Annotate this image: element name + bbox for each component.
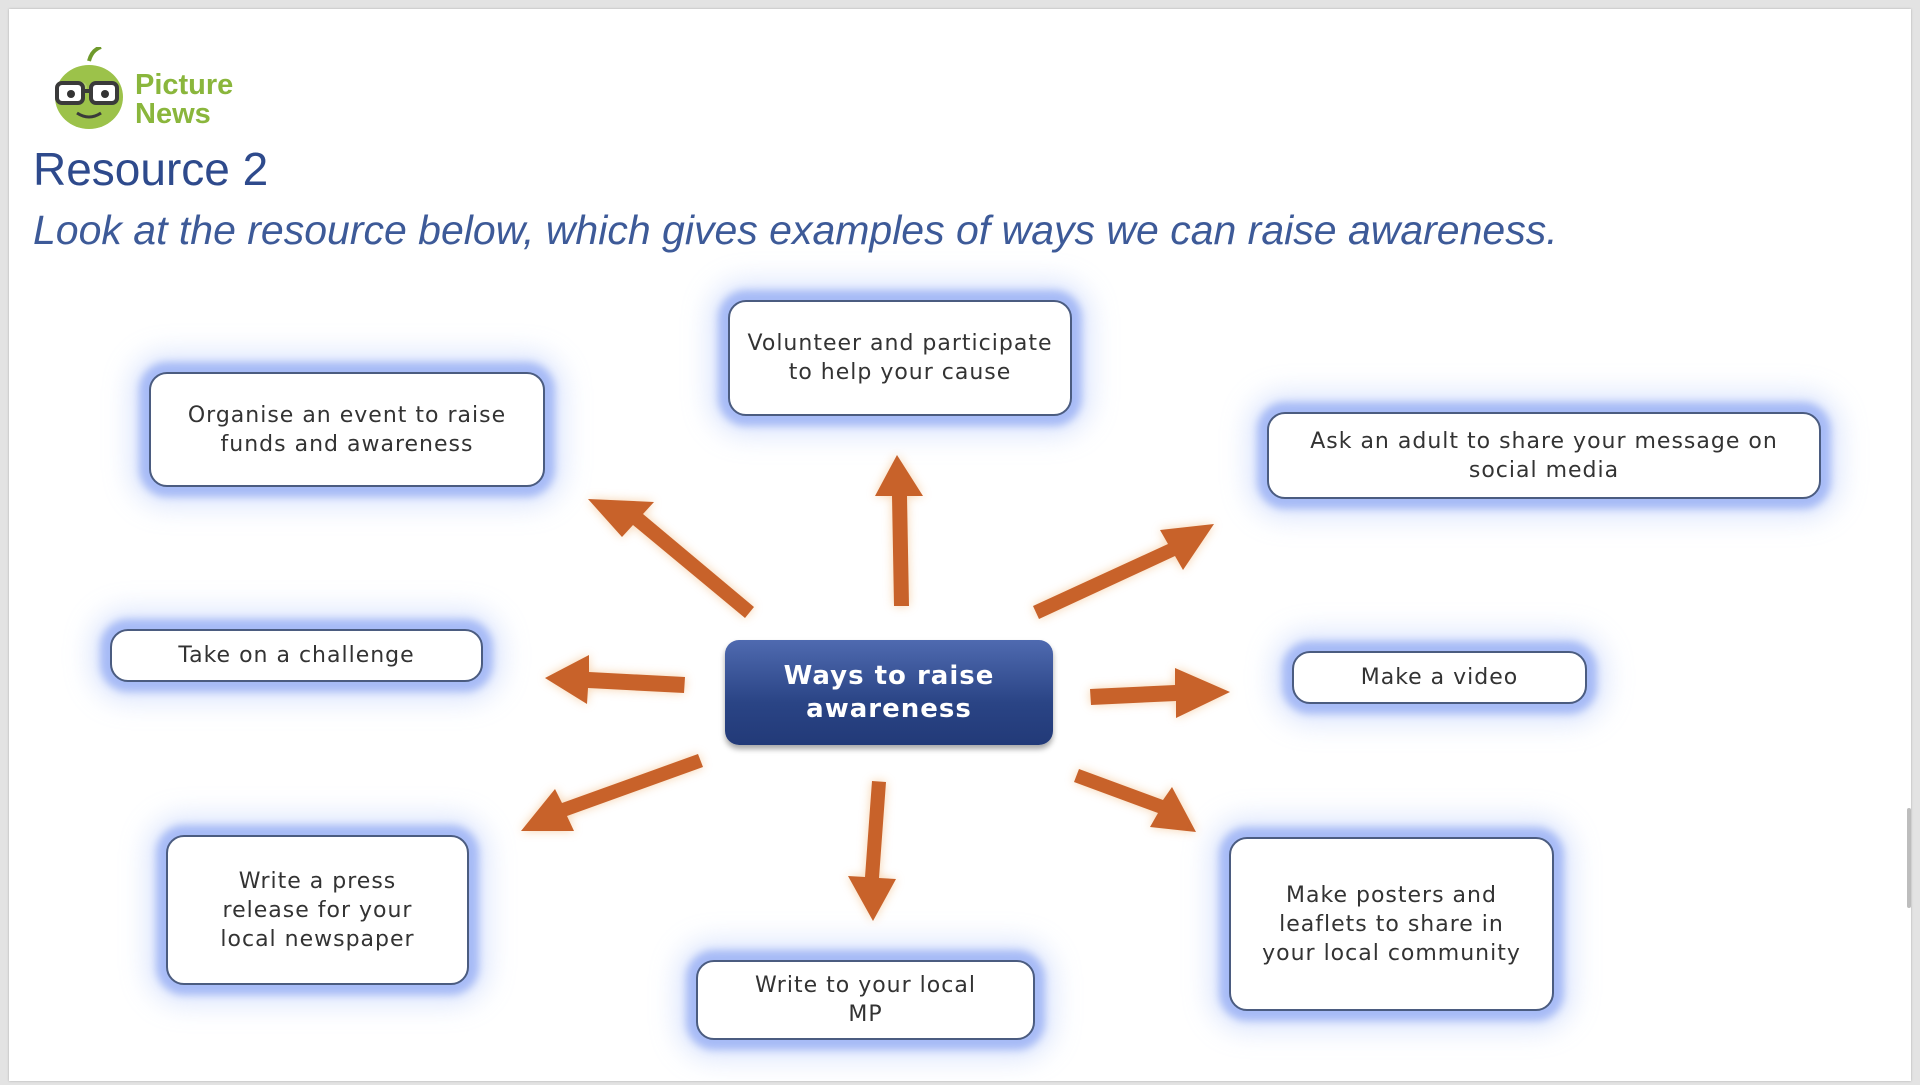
picture-news-logo: Picture News <box>53 47 273 137</box>
arrow-to-write-mp <box>848 781 896 921</box>
logo-line-1: Picture <box>135 69 234 101</box>
node-share-social: Ask an adult to share your message on so… <box>1267 412 1821 499</box>
arrow-to-share-social <box>1033 524 1214 619</box>
node-volunteer: Volunteer and participate to help your c… <box>728 300 1072 416</box>
arrow-to-posters <box>1074 769 1196 832</box>
arrow-to-video <box>1090 668 1230 718</box>
apple-glasses-icon <box>55 47 123 129</box>
node-posters: Make posters and leaflets to share in yo… <box>1229 837 1554 1011</box>
logo-wordmark: Picture News <box>135 71 233 129</box>
scrollbar-thumb[interactable] <box>1907 808 1911 908</box>
page-subtitle: Look at the resource below, which gives … <box>33 207 1558 253</box>
arrows-layer <box>521 455 1230 921</box>
node-challenge: Take on a challenge <box>110 629 483 682</box>
arrow-to-press-release <box>521 754 703 831</box>
arrow-to-organise-event <box>588 499 754 618</box>
node-press-release: Write a press release for your local new… <box>166 835 469 985</box>
arrow-to-volunteer <box>875 455 923 606</box>
center-node: Ways to raise awareness <box>725 640 1053 745</box>
node-write-mp: Write to your local MP <box>696 960 1035 1040</box>
node-organise-event: Organise an event to raise funds and awa… <box>149 372 545 487</box>
slide: Picture News Resource 2 Look at the reso… <box>9 9 1911 1081</box>
page-title: Resource 2 <box>33 143 269 195</box>
node-video: Make a video <box>1292 651 1587 704</box>
arrow-to-challenge <box>545 655 685 704</box>
logo-line-2: News <box>135 98 211 130</box>
